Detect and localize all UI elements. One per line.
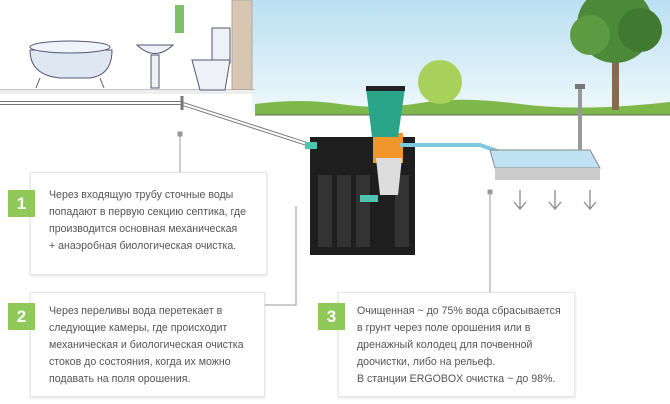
- step-text: Через переливы вода перетекает в следующ…: [49, 305, 244, 385]
- step-text: Очищенная ~ до 75% вода сбрасывается в г…: [357, 305, 561, 385]
- bathtub-icon: [29, 40, 113, 89]
- sink-icon: [135, 44, 175, 89]
- step-card-3: Очищенная ~ до 75% вода сбрасывается в г…: [338, 292, 575, 397]
- tree-icon: [570, 0, 662, 110]
- drain-field: [489, 84, 601, 180]
- step-card-1: Через входящую трубу сточные воды попада…: [30, 172, 267, 275]
- connector-lines: [177, 131, 493, 306]
- toilet-icon: [191, 27, 231, 91]
- step-badge: 1: [8, 190, 35, 217]
- step-badge: 2: [8, 303, 35, 330]
- step-badge: 3: [318, 303, 345, 330]
- septic-tank: [305, 86, 415, 255]
- step-card-2: Через переливы вода перетекает в следующ…: [30, 292, 265, 397]
- step-text: Через входящую трубу сточные воды попада…: [49, 189, 247, 252]
- house-wall: [231, 0, 253, 91]
- arrow-down-icons: [513, 190, 597, 210]
- grass: [255, 99, 670, 115]
- towel: [175, 5, 184, 33]
- bush: [418, 60, 462, 104]
